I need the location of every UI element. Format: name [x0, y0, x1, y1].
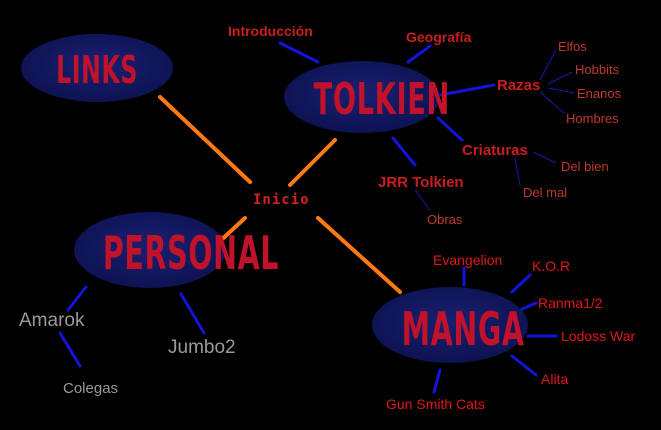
- manga-node-shape[interactable]: [372, 287, 528, 363]
- links-node-shape[interactable]: [21, 34, 173, 102]
- obras-link[interactable]: Obras: [427, 212, 463, 227]
- del-bien-link[interactable]: Del bien: [561, 159, 609, 174]
- personal-node-shape[interactable]: [74, 212, 226, 288]
- kor-link[interactable]: K.O.R: [532, 258, 571, 274]
- connector-tolkien: [288, 138, 337, 187]
- colegas-link[interactable]: Colegas: [63, 380, 119, 397]
- thin-branch-lines: [414, 49, 575, 211]
- razas-link[interactable]: Razas: [497, 77, 541, 94]
- personal-node[interactable]: PERSONAL: [102, 226, 280, 280]
- tolkien-node-shape[interactable]: [284, 61, 440, 133]
- center-connectors: [158, 95, 402, 294]
- hobbits-link[interactable]: Hobbits: [575, 62, 620, 77]
- connector-manga: [316, 216, 402, 294]
- inicio-link[interactable]: Inicio: [251, 192, 312, 208]
- tolkien-node[interactable]: TOLKIEN: [313, 74, 450, 125]
- alita-link[interactable]: Alita: [541, 371, 569, 387]
- ranma-link[interactable]: Ranma1/2: [538, 295, 603, 311]
- introduccion-link[interactable]: Introducción: [228, 23, 313, 39]
- amarok-link[interactable]: Amarok: [19, 310, 85, 331]
- manga-node[interactable]: MANGA: [401, 302, 525, 356]
- branch-lines: [58, 41, 558, 394]
- jrr-tolkien-link[interactable]: JRR Tolkien: [378, 174, 464, 191]
- elfos-link[interactable]: Elfos: [558, 39, 587, 54]
- connector-links: [158, 95, 252, 184]
- gun-smith-cats-link[interactable]: Gun Smith Cats: [386, 396, 485, 412]
- criaturas-link[interactable]: Criaturas: [462, 142, 528, 159]
- geografia-link[interactable]: Geografía: [406, 29, 472, 45]
- del-mal-link[interactable]: Del mal: [523, 185, 568, 200]
- evangelion-link[interactable]: Evangelion: [433, 252, 503, 268]
- enanos-link[interactable]: Enanos: [577, 86, 622, 101]
- jumbo2-link[interactable]: Jumbo2: [168, 337, 236, 358]
- lodoss-war-link[interactable]: Lodoss War: [561, 328, 636, 344]
- links-node[interactable]: LINKS: [56, 48, 138, 92]
- hombres-link[interactable]: Hombres: [566, 111, 619, 126]
